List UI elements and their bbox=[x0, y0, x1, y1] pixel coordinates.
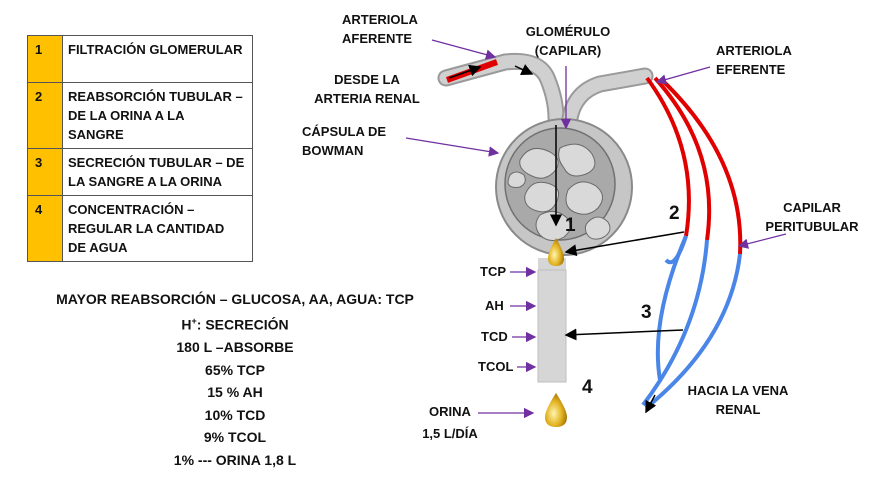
vein-outflow-arrow bbox=[645, 394, 657, 414]
process-steps-table: 1 FILTRACIÓN GLOMERULAR 2 REABSORCIÓN TU… bbox=[27, 35, 253, 262]
step-text-line: FILTRACIÓN GLOMERULAR bbox=[68, 42, 243, 57]
process-number-1: 1 bbox=[565, 215, 576, 236]
step-row: 4 CONCENTRACIÓN – REGULAR LA CANTIDAD DE… bbox=[27, 195, 253, 262]
stats-line: 1% --- ORINA 1,8 L bbox=[173, 451, 297, 468]
peritubular-red-2 bbox=[653, 76, 712, 241]
label-line: ARTERIA RENAL bbox=[314, 91, 420, 106]
label-line: HACIA LA VENA bbox=[687, 383, 789, 398]
step-number: 4 bbox=[27, 195, 63, 262]
label-line: DESDE LA bbox=[334, 72, 400, 87]
label-line: GLOMÉRULO bbox=[525, 24, 611, 39]
stats-line: 9% TCOL bbox=[203, 429, 267, 446]
step-text-line: DE AGUA bbox=[68, 240, 128, 255]
label-line: 1,5 L/DÍA bbox=[422, 426, 478, 441]
step-row: 1 FILTRACIÓN GLOMERULAR bbox=[27, 35, 253, 83]
label-hacia-vena-renal: HACIA LA VENA RENAL bbox=[680, 381, 796, 419]
label-line: EFERENTE bbox=[716, 62, 786, 77]
tubule bbox=[537, 269, 567, 383]
peritubular-blue-loop bbox=[655, 235, 688, 381]
label-glomerulo: GLOMÉRULO (CAPILAR) bbox=[518, 22, 618, 60]
label-capilar-peritubular: CAPILAR PERITUBULAR bbox=[758, 198, 866, 236]
step-text-line: LA SANGRE A LA ORINA bbox=[68, 174, 223, 189]
process-number-3: 3 bbox=[641, 302, 652, 323]
reabsorption-arrow bbox=[564, 231, 685, 257]
step-number: 1 bbox=[27, 35, 63, 83]
artery-flow-arrow bbox=[448, 64, 482, 79]
step-text-line: SANGRE bbox=[68, 127, 124, 142]
label-line: AFERENTE bbox=[342, 31, 413, 46]
process-number-2: 2 bbox=[669, 203, 680, 224]
step-text-line: SECRECIÓN TUBULAR – DE bbox=[68, 155, 245, 170]
h-secretion-text: : SECRECIÓN bbox=[196, 317, 289, 334]
label-tcol: TCOL bbox=[478, 359, 514, 374]
label-line: ARTERIOLA bbox=[716, 43, 792, 58]
label-line: CÁPSULA DE bbox=[302, 124, 387, 139]
stats-line: 180 L –ABSORBE bbox=[176, 339, 294, 356]
peritubular-blue-3 bbox=[644, 253, 742, 410]
afferent-vessel-inner bbox=[439, 54, 563, 125]
pointer-arteriola-aferente bbox=[431, 39, 497, 60]
label-capsula-bowman: CÁPSULA DE BOWMAN bbox=[302, 122, 386, 160]
label-line: ARTERIOLA bbox=[342, 12, 418, 27]
step-text-line: CONCENTRACIÓN – bbox=[68, 202, 195, 217]
label-desde-arteria-renal: DESDE LA ARTERIA RENAL bbox=[310, 70, 424, 108]
step-text-line: DE LA ORINA A LA bbox=[68, 108, 185, 123]
step-description: REABSORCIÓN TUBULAR – DE LA ORINA A LA S… bbox=[62, 82, 253, 149]
label-tcd: TCD bbox=[481, 329, 508, 344]
label-line: CAPILAR bbox=[783, 200, 841, 215]
step-text-line: REGULAR LA CANTIDAD bbox=[68, 221, 225, 236]
step-description: CONCENTRACIÓN – REGULAR LA CANTIDAD DE A… bbox=[62, 195, 253, 262]
pointer-capsula bbox=[405, 137, 500, 157]
peritubular-red-1 bbox=[645, 76, 691, 237]
pointer-arteriola-eferente bbox=[655, 66, 711, 85]
peritubular-red-3 bbox=[660, 78, 743, 255]
h-symbol: H bbox=[181, 317, 192, 334]
label-tcp: TCP bbox=[480, 264, 506, 279]
step-row: 3 SECRECIÓN TUBULAR – DE LA SANGRE A LA … bbox=[27, 148, 253, 196]
process-number-4: 4 bbox=[582, 377, 593, 398]
label-orina: ORINA 1,5 L/DÍA bbox=[412, 402, 488, 443]
label-line: RENAL bbox=[715, 402, 761, 417]
step-text-line: REABSORCIÓN TUBULAR – bbox=[68, 89, 243, 104]
reabsorption-stats: MAYOR REABSORCIÓN – GLUCOSA, AA, AGUA: T… bbox=[30, 288, 440, 471]
urine-drop bbox=[545, 393, 567, 427]
step-row: 2 REABSORCIÓN TUBULAR – DE LA ORINA A LA… bbox=[27, 82, 253, 149]
label-line: (CAPILAR) bbox=[534, 43, 602, 58]
secretion-arrow bbox=[564, 328, 684, 341]
stats-line: 15 % AH bbox=[207, 384, 263, 401]
step-number: 3 bbox=[27, 148, 63, 196]
h-superscript: + bbox=[191, 316, 197, 327]
filtrate-drop bbox=[548, 238, 564, 266]
efferent-vessel-inner bbox=[563, 69, 652, 125]
label-arteriola-aferente: ARTERIOLA AFERENTE bbox=[342, 10, 418, 48]
label-line: PERITUBULAR bbox=[765, 219, 859, 234]
label-line: BOWMAN bbox=[302, 143, 364, 158]
stats-line: 65% TCP bbox=[205, 361, 265, 378]
pointer-capilar-peritubular bbox=[737, 233, 787, 249]
step-description: FILTRACIÓN GLOMERULAR bbox=[62, 35, 253, 83]
peritubular-blue-2 bbox=[641, 239, 709, 407]
afferent-flow-arrow bbox=[514, 64, 534, 75]
stats-line-h: H+: SECRECIÓN bbox=[30, 310, 440, 336]
step-description: SECRECIÓN TUBULAR – DE LA SANGRE A LA OR… bbox=[62, 148, 253, 196]
label-ah: AH bbox=[485, 298, 504, 313]
stats-line: MAYOR REABSORCIÓN – GLUCOSA, AA, AGUA: T… bbox=[56, 291, 414, 307]
label-arteriola-eferente: ARTERIOLA EFERENTE bbox=[716, 41, 792, 79]
stats-line: 10% TCD bbox=[204, 406, 266, 423]
label-line: ORINA bbox=[429, 404, 471, 419]
